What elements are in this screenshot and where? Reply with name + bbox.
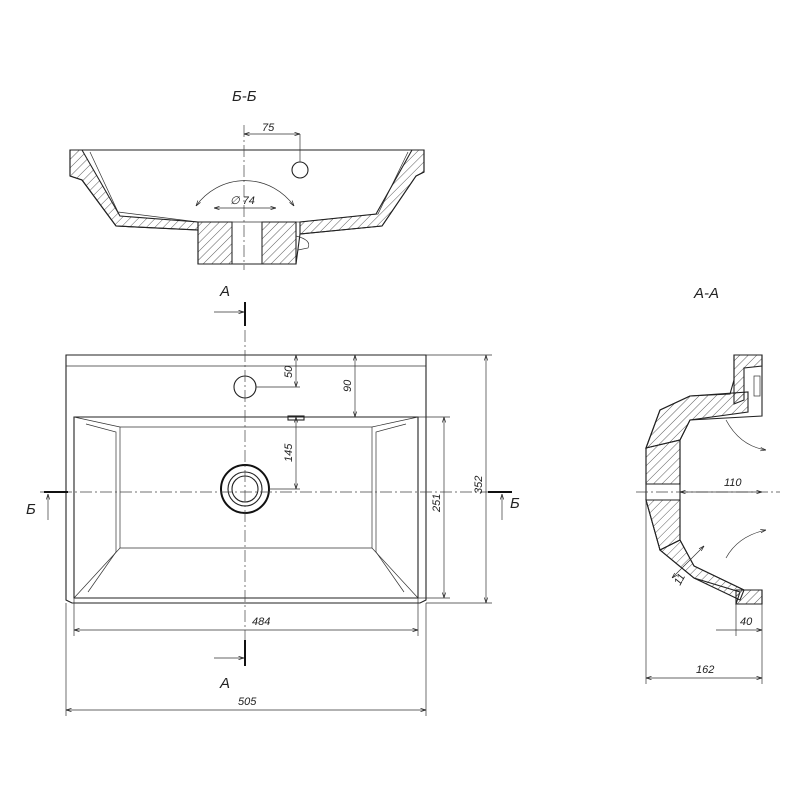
dim-inner-depth: 251 <box>431 494 443 513</box>
section-b-view: Б-Б 75 ∅ 74 <box>69 88 425 270</box>
dim-height: 162 <box>696 664 714 676</box>
dim-inner-width: 484 <box>252 616 270 628</box>
section-b-title: Б-Б <box>232 88 257 105</box>
dim-tap-hole-depth: 50 <box>283 365 295 378</box>
tap-hole-icon <box>291 161 309 179</box>
dim-wall: 11 <box>672 572 688 588</box>
dim-drain-depth: 145 <box>283 443 295 462</box>
section-b-mark-left: Б <box>26 501 36 518</box>
section-a-mark-top: А <box>219 283 230 300</box>
dim-rim: 40 <box>740 616 753 628</box>
dim-hole-offset: 75 <box>262 122 275 134</box>
dim-outer-depth: 352 <box>473 476 485 494</box>
section-a-mark-bottom: А <box>219 675 230 692</box>
dim-outer-width: 505 <box>238 696 257 708</box>
section-a-title: А-А <box>693 285 719 302</box>
dim-overflow-depth: 90 <box>342 379 354 392</box>
dim-drain-diameter: ∅ 74 <box>230 195 255 207</box>
dim-section-inner: 110 <box>724 477 742 489</box>
section-a-view: А-А 110 11 40 162 <box>636 285 780 684</box>
section-b-mark-right: Б <box>510 495 520 512</box>
plan-view: А А Б Б 50 90 145 251 352 4 <box>26 283 520 716</box>
